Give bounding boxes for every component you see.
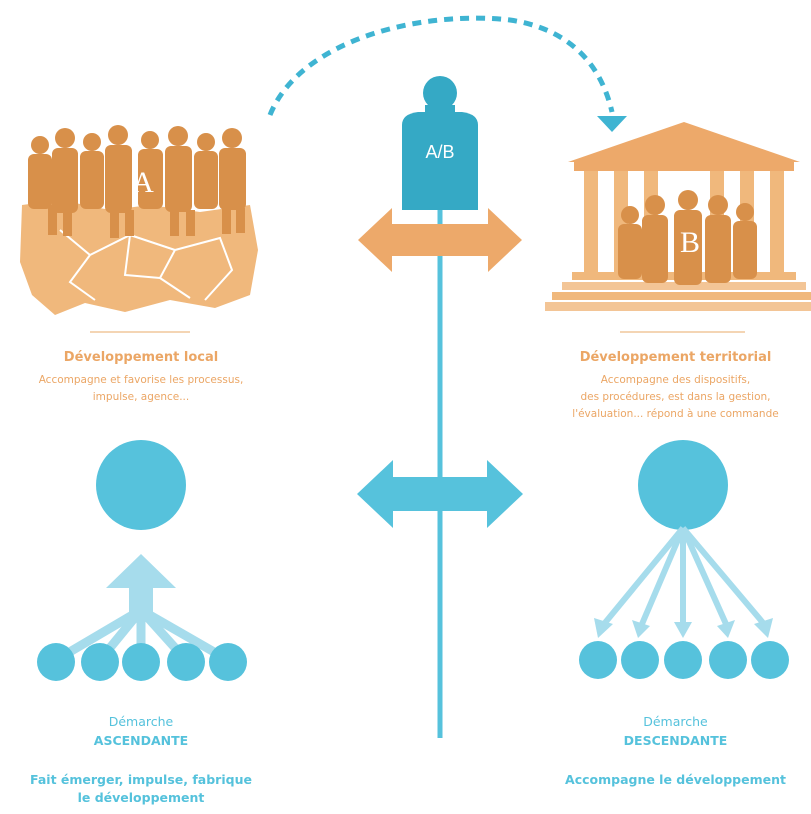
orange-double-arrow-icon [358,208,522,272]
right-title: Développement territorial [579,350,772,365]
descending-arrow-heads-icon [594,618,773,638]
descending-diagram [579,440,789,679]
dashed-curve-arrow [267,15,615,116]
left-footer-line1: Fait émerger, impulse, fabrique [30,772,252,787]
right-description: Accompagne des dispositifs, des procédur… [540,372,811,423]
right-description-line2: des procédures, est dans la gestion, [580,391,771,403]
left-footer: Fait émerger, impulse, fabrique le dével… [0,771,282,807]
group-a-illustration: A [20,125,258,315]
left-description-line1: Accompagne et favorise les processus, [38,374,244,386]
right-footer: Accompagne le développement [540,771,811,789]
right-description-line3: l'évaluation... répond à une commande [572,408,779,420]
right-bottom-nodes [579,641,789,679]
left-title: Développement local [63,350,219,365]
left-footer-line2: le développement [77,790,205,805]
descending-lines [601,526,767,626]
right-top-node [638,440,728,530]
left-description: Accompagne et favorise les processus, im… [0,372,282,406]
group-a-letter: A [132,166,154,199]
right-direction: DESCENDANTE [623,733,728,748]
right-demarche: Démarche [643,714,708,729]
crowd-silhouettes [28,125,246,238]
temple-roof [568,122,800,162]
right-description-line1: Accompagne des dispositifs, [600,374,751,386]
person-ab-illustration: A/B [402,76,478,210]
ascending-diagram [37,440,247,681]
left-direction: ASCENDANTE [93,733,189,748]
left-top-node [96,440,186,530]
map-regions [20,200,258,315]
person-ab-label: A/B [425,142,454,162]
people-b-silhouettes [618,190,757,285]
group-b-letter: B [680,226,700,259]
group-b-illustration: B [545,122,811,311]
left-demarche: Démarche [108,714,174,729]
map-borders [59,229,234,301]
left-description-line2: impulse, agence... [92,391,190,403]
ascending-arrow-icon [106,554,176,588]
dashed-arrow-head-icon [597,116,627,132]
right-footer-line1: Accompagne le développement [565,772,786,787]
blue-double-arrow-icon [357,460,523,528]
left-bottom-nodes [37,643,247,681]
